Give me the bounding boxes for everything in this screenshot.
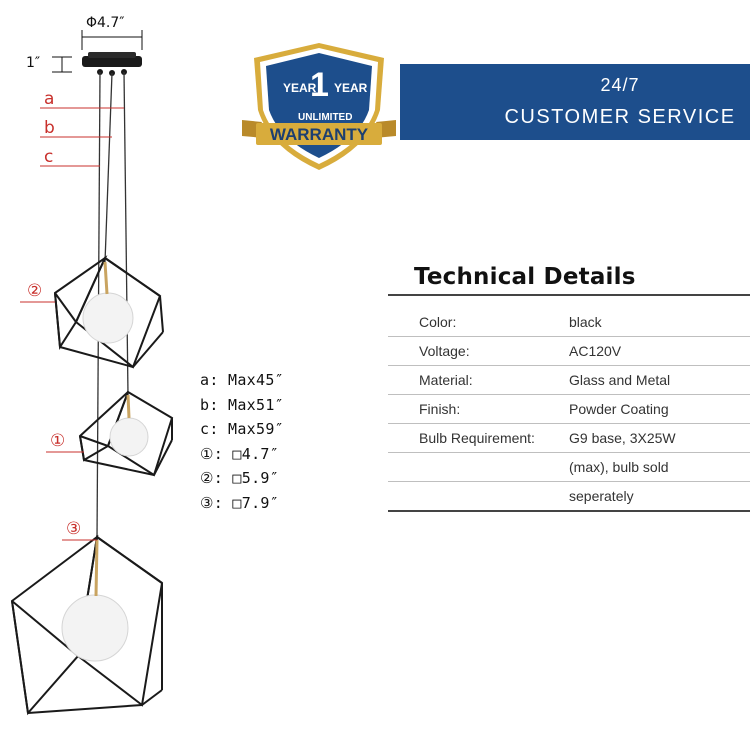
spec-label: Voltage: — [419, 343, 470, 359]
pendant-cube-large — [10, 534, 164, 716]
spec-value: Powder Coating — [569, 401, 669, 417]
ceiling-canopy — [82, 52, 142, 76]
table-row: Bulb Requirement: G9 base, 3X25W — [388, 424, 750, 453]
table-row: (max), bulb sold — [388, 453, 750, 482]
warranty-badge: YEAR 1 YEAR UNLIMITED WARRANTY — [242, 43, 396, 170]
spec-value: black — [569, 314, 602, 330]
legend-row: ②: □5.9″ — [200, 469, 280, 487]
badge-year-number: 1 — [310, 66, 329, 104]
tech-details-table: Color: black Voltage: AC120V Material: G… — [388, 308, 750, 512]
canopy-dimension: Φ4.7″ 1″ — [26, 15, 143, 73]
badge-year-left: YEAR — [283, 81, 317, 95]
table-row: Color: black — [388, 308, 750, 337]
chain-label-a: a — [44, 89, 54, 109]
chain-label-c: c — [44, 147, 53, 167]
legend-row: a: Max45″ — [200, 371, 284, 389]
table-row: Finish: Powder Coating — [388, 395, 750, 424]
pendant-cube-medium — [53, 255, 164, 369]
table-row: seperately — [388, 482, 750, 512]
canopy-height-label: 1″ — [26, 55, 40, 71]
canopy-diameter-label: Φ4.7″ — [86, 15, 125, 31]
banner-customer-service: CUSTOMER SERVICE — [504, 106, 736, 128]
spec-value: Glass and Metal — [569, 372, 671, 388]
badge-year-right: YEAR — [334, 81, 368, 95]
tech-details-title: Technical Details — [414, 264, 636, 290]
chain-length-markers: a b c — [40, 89, 124, 167]
spec-value: (max), bulb sold — [569, 459, 669, 475]
spec-value: seperately — [569, 488, 634, 504]
size-legend: a: Max45″ b: Max51″ c: Max59″ ①: □4.7″ ②… — [200, 368, 284, 515]
legend-row: ①: □4.7″ — [200, 444, 280, 463]
spec-value: AC120V — [569, 343, 622, 359]
badge-unlimited: UNLIMITED — [298, 112, 352, 123]
table-row: Material: Glass and Metal — [388, 366, 750, 395]
chain-label-b: b — [44, 118, 55, 138]
pendant-label-1: ① — [50, 431, 65, 451]
table-row: Voltage: AC120V — [388, 337, 750, 366]
legend-row: ③: □7.9″ — [200, 493, 280, 512]
badge-warranty: WARRANTY — [270, 125, 369, 144]
legend-row: b: Max51″ — [200, 395, 284, 414]
spec-label: Color: — [419, 314, 457, 330]
tech-title-rule — [388, 294, 750, 296]
spec-label: Bulb Requirement: — [419, 430, 535, 446]
spec-label: Material: — [419, 372, 473, 388]
legend-row: c: Max59″ — [200, 420, 284, 438]
pendant-label-3: ③ — [66, 519, 81, 539]
spec-label: Finish: — [419, 401, 461, 417]
pendant-light-diagram: Φ4.7″ 1″ a b c ② — [10, 15, 174, 716]
customer-service-banner — [400, 64, 750, 140]
spec-value: G9 base, 3X25W — [569, 430, 676, 446]
banner-24-7: 24/7 — [600, 75, 640, 95]
pendant-cube-small — [78, 390, 174, 477]
pendant-label-2: ② — [27, 281, 42, 301]
